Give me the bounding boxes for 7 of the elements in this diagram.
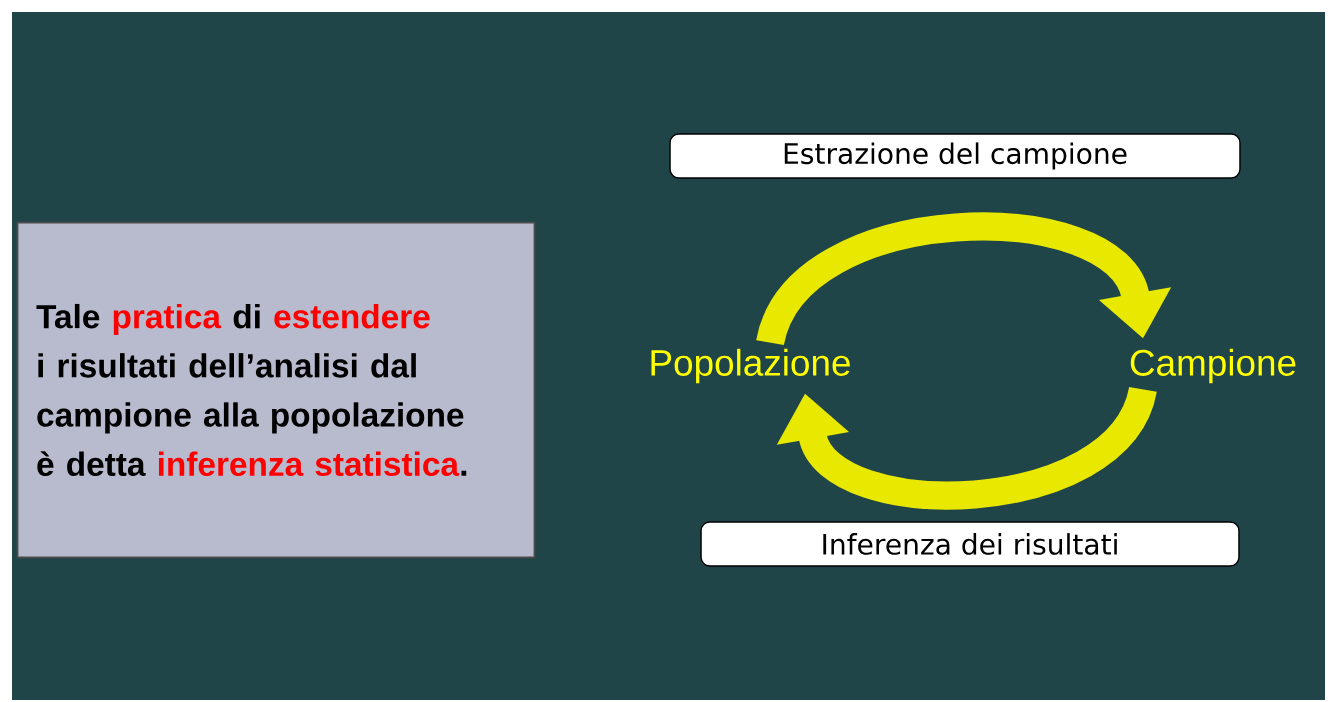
node-label: Popolazione [651, 348, 850, 384]
label-box: Inferenza dei risultati [700, 521, 1240, 567]
curved-arrow [776, 384, 1157, 510]
node-label: Campione [1130, 348, 1296, 384]
curved-arrow [756, 212, 1172, 348]
text-panel: Tale pratica di estendere i risultati dell’analisi dal campione alla popolazione è detta inferenza statistica. [16, 221, 536, 559]
label-box: Estrazione del campione [669, 133, 1241, 179]
